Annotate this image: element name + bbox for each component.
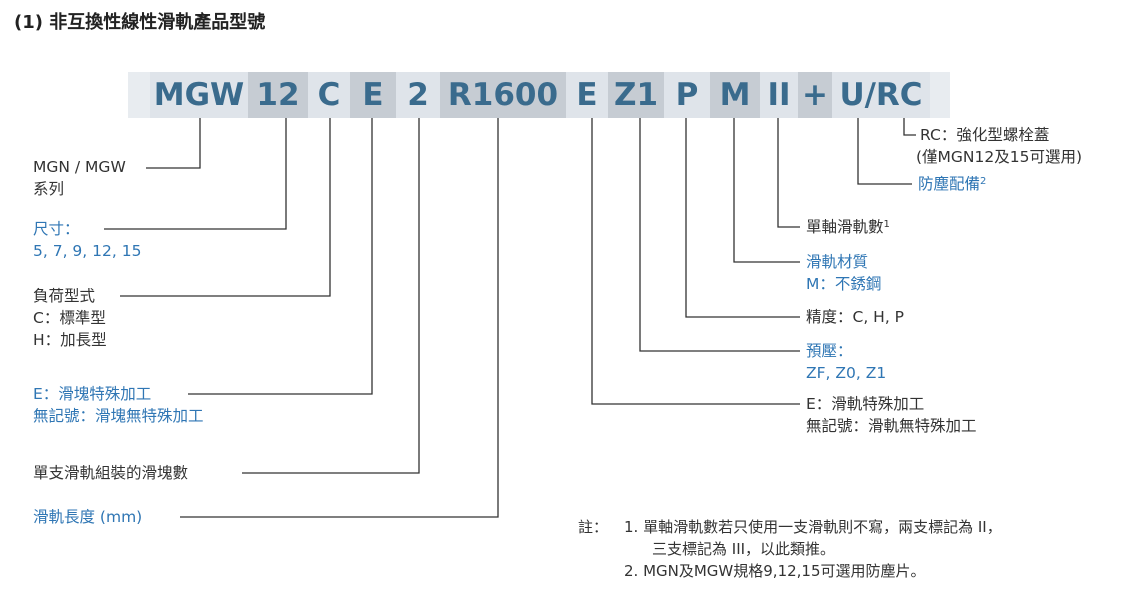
footnote-mark-1: 1: [883, 219, 890, 230]
code-seg-rails-per-axis: II: [760, 72, 798, 118]
leader-block-special: [188, 118, 373, 395]
code-seg-rail-special: E: [566, 72, 608, 118]
leader-preload: [639, 118, 800, 352]
leader-rails-per-axis: [777, 118, 800, 228]
leader-size: [104, 118, 287, 230]
code-seg-dust: U/RC: [832, 72, 930, 118]
code-seg-preload: Z1: [608, 72, 664, 118]
code-band-edge-right: [930, 72, 950, 118]
label-rail-material: 滑軌材質 M：不銹鋼: [806, 253, 882, 293]
code-seg-precision: P: [664, 72, 710, 118]
note-2: 2. MGN及MGW規格9,12,15可選用防塵片。: [624, 562, 926, 580]
label-series: MGN / MGW 系列: [33, 158, 126, 198]
label-dust-protection: 防塵配備2: [918, 175, 987, 193]
leader-blocks-per-rail: [242, 118, 420, 474]
label-block-special: E：滑塊特殊加工 無記號：滑塊無特殊加工: [33, 385, 204, 425]
label-precision: 精度：C, H, P: [806, 308, 905, 326]
code-seg-length: R1600: [440, 72, 566, 118]
notes-prefix: 註：: [578, 518, 609, 536]
label-rail-special: E：滑軌特殊加工 無記號：滑軌無特殊加工: [806, 395, 977, 435]
footnote-mark-2: 2: [980, 176, 987, 187]
notes-list: 1. 單軸滑軌數若只使用一支滑軌則不寫，兩支標記為 II， 三支標記為 III，…: [624, 516, 1002, 582]
leader-rc: [903, 118, 916, 136]
code-seg-block-special: E: [350, 72, 396, 118]
leader-precision: [685, 118, 800, 318]
label-preload: 預壓： ZF, Z0, Z1: [806, 342, 887, 382]
code-seg-material: M: [710, 72, 760, 118]
code-seg-load: C: [308, 72, 350, 118]
leader-series: [146, 118, 201, 169]
leader-rail-special: [591, 118, 800, 405]
label-rails-per-axis: 單軸滑軌數1: [806, 218, 890, 236]
page-title: (1) 非互換性線性滑軌產品型號: [14, 12, 266, 33]
note-1-line-2: 三支標記為 III，以此類推。: [652, 540, 836, 558]
label-blocks-per-rail: 單支滑軌組裝的滑塊數: [33, 464, 189, 482]
code-seg-blocks: 2: [396, 72, 440, 118]
leader-load-type: [120, 118, 331, 297]
code-seg-size: 12: [248, 72, 308, 118]
leader-material: [733, 118, 800, 263]
label-load-type: 負荷型式 C：標準型 H：加長型: [33, 287, 107, 349]
label-rc-cap: RC：強化型螺栓蓋 (僅MGN12及15可選用): [916, 126, 1083, 166]
leader-dust: [857, 118, 912, 185]
leader-rail-length: [180, 118, 499, 518]
code-band-edge-left: [128, 72, 150, 118]
label-size: 尺寸： 5, 7, 9, 12, 15: [33, 220, 142, 260]
code-seg-series: MGW: [150, 72, 248, 118]
note-1-line-1: 1. 單軸滑軌數若只使用一支滑軌則不寫，兩支標記為 II，: [624, 518, 1002, 536]
code-seg-plus: +: [798, 72, 832, 118]
label-rail-length: 滑軌長度 (mm): [33, 508, 143, 526]
